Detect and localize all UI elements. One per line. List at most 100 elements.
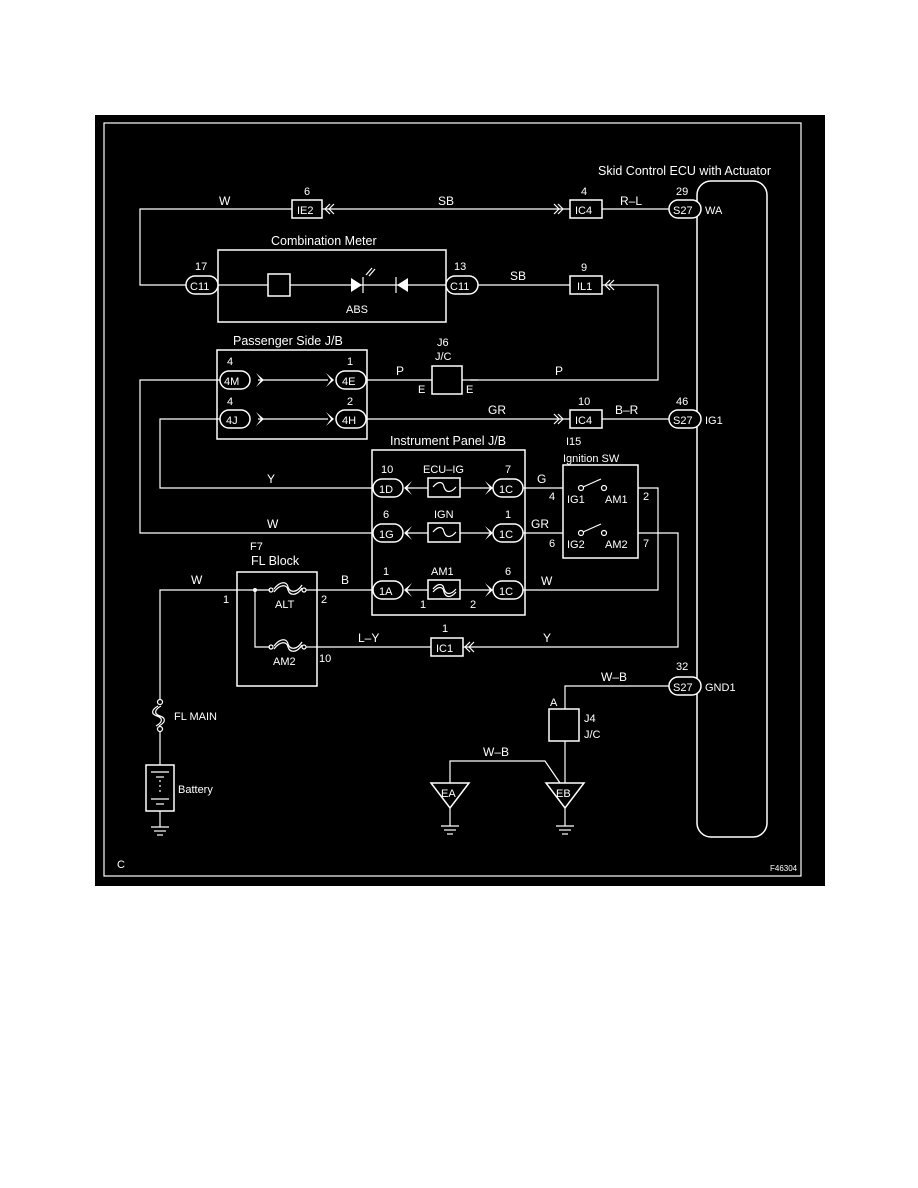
connector-s27-ig1: S27 46 — [668, 396, 702, 429]
j6-junction-box — [431, 365, 463, 395]
fl-block-box — [236, 571, 318, 687]
svg-text:S27: S27 — [673, 415, 693, 427]
j6-pin: E — [418, 384, 425, 396]
f7-id: F7 — [250, 541, 263, 553]
wire-wb — [449, 685, 669, 784]
svg-text:1: 1 — [383, 566, 389, 578]
svg-text:1: 1 — [505, 509, 511, 521]
ignition-terminal: IG1 — [567, 494, 585, 506]
svg-text:1D: 1D — [379, 484, 393, 496]
pin-label: 2 — [643, 491, 649, 503]
wire-color-label: W — [219, 194, 231, 208]
wire-color-label: W — [191, 573, 203, 587]
pin-label: 4 — [549, 491, 555, 503]
wire-w-top — [139, 203, 670, 286]
wire-color-label: SB — [438, 194, 454, 208]
ignition-switch-internal — [577, 478, 608, 537]
passenger-jb-label: Passenger Side J/B — [233, 334, 343, 348]
svg-text:4: 4 — [581, 186, 587, 198]
j4-junction-box — [548, 708, 580, 742]
svg-text:1C: 1C — [499, 484, 513, 496]
svg-text:1C: 1C — [499, 586, 513, 598]
connector-il1: IL1 9 — [569, 262, 603, 295]
svg-text:1A: 1A — [379, 586, 393, 598]
wire-color-label: R–L — [620, 194, 642, 208]
j4-type: J/C — [584, 729, 601, 741]
pin-label: 10 — [319, 653, 331, 665]
abs-indicator-label: ABS — [346, 304, 368, 316]
j6-pin: E — [466, 384, 473, 396]
ecu-terminal-wa: WA — [705, 205, 723, 217]
connector-4h: 4H 2 — [335, 396, 367, 429]
pin-label: 2 — [321, 594, 327, 606]
wire-color-label: W–B — [483, 745, 509, 759]
svg-text:4: 4 — [227, 356, 233, 368]
wire-color-label: L–Y — [358, 631, 379, 645]
svg-text:4: 4 — [227, 396, 233, 408]
fl-main-fuse — [152, 698, 165, 765]
connector-4e: 4E 1 — [335, 356, 367, 390]
svg-text:1G: 1G — [379, 529, 394, 541]
ignition-switch-label: Ignition SW — [563, 453, 620, 465]
meter-internal — [218, 267, 446, 297]
passenger-jb-internal — [256, 373, 334, 426]
svg-text:6: 6 — [383, 509, 389, 521]
wire-color-label: Y — [267, 472, 275, 486]
fuse-am2-label: AM2 — [273, 656, 296, 668]
connector-4j: 4J 4 — [219, 396, 251, 429]
svg-text:10: 10 — [578, 396, 590, 408]
ground-eb-label: EB — [556, 788, 571, 800]
svg-text:46: 46 — [676, 396, 688, 408]
connector-c11-left: C11 17 — [185, 261, 219, 295]
wire-color-label: B — [341, 573, 349, 587]
svg-text:2: 2 — [347, 396, 353, 408]
wire-color-label: GR — [531, 517, 549, 531]
wires-ignition — [463, 487, 679, 653]
connector-s27-wa: S27 29 — [668, 186, 702, 219]
wire-color-label: W — [541, 574, 553, 588]
svg-text:13: 13 — [454, 261, 466, 273]
svg-text:17: 17 — [195, 261, 207, 273]
fuse-alt-label: ALT — [275, 599, 295, 611]
svg-text:IC4: IC4 — [575, 205, 592, 217]
pin-label: 1 — [223, 594, 229, 606]
ignition-switch-box — [562, 464, 639, 559]
wire-color-label: GR — [488, 403, 506, 417]
ecu-terminal-gnd1: GND1 — [705, 682, 736, 694]
fuse-ign-label: IGN — [434, 509, 454, 521]
ground-ea-label: EA — [441, 788, 456, 800]
svg-text:4H: 4H — [342, 415, 356, 427]
ground-eb — [544, 782, 586, 835]
pin-label: 2 — [470, 599, 476, 611]
svg-text:C11: C11 — [450, 281, 469, 293]
skid-control-ecu — [696, 180, 768, 838]
ecu-title: Skid Control ECU with Actuator — [598, 164, 771, 178]
wire-sb-mid — [470, 279, 659, 381]
svg-text:S27: S27 — [673, 682, 693, 694]
svg-text:29: 29 — [676, 186, 688, 198]
wires-fl — [159, 589, 431, 700]
ipjb-internal — [404, 477, 493, 600]
ground-ea — [429, 782, 471, 835]
i15-id: I15 — [566, 436, 581, 448]
svg-text:IL1: IL1 — [577, 281, 592, 293]
connector-1a: 1A 1 — [372, 566, 404, 600]
figure-id: F46304 — [770, 864, 798, 873]
pin-label: 7 — [643, 538, 649, 550]
ecu-terminal-ig1: IG1 — [705, 415, 723, 427]
j4-id: J4 — [584, 713, 596, 725]
battery-label: Battery — [178, 784, 213, 796]
wire-gr-mid — [159, 413, 670, 489]
svg-text:4E: 4E — [342, 376, 355, 388]
fl-block-internal — [237, 582, 317, 652]
fl-block-label: FL Block — [251, 554, 300, 568]
svg-text:9: 9 — [581, 262, 587, 274]
combination-meter-box — [217, 249, 447, 323]
wire-color-label: B–R — [615, 403, 639, 417]
connector-1d: 1D 10 — [372, 464, 404, 498]
fl-main-label: FL MAIN — [174, 711, 217, 723]
svg-text:10: 10 — [381, 464, 393, 476]
connector-ic4-top: IC4 4 — [569, 186, 603, 219]
connector-ic1: IC1 1 — [430, 623, 464, 657]
ground-icon — [151, 811, 169, 836]
